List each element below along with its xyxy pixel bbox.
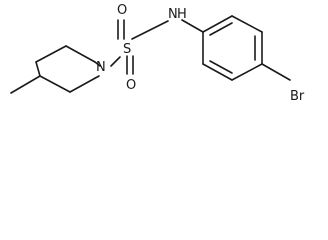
aryl-br-bond bbox=[261, 63, 291, 81]
ring-bond bbox=[35, 61, 41, 77]
atom-o-bottom: O bbox=[126, 78, 136, 93]
aryl-bond bbox=[202, 63, 233, 81]
ring-bond bbox=[94, 61, 101, 67]
atom-n-amide: N bbox=[168, 7, 178, 22]
atom-h-amide: H bbox=[177, 7, 187, 22]
atom-o-top: O bbox=[117, 3, 127, 18]
n-aryl-bond bbox=[181, 19, 204, 33]
atom-s: S bbox=[123, 42, 131, 57]
ring-bond bbox=[39, 75, 71, 93]
aryl-bond bbox=[231, 15, 263, 33]
aryl-inner-bond bbox=[209, 22, 233, 36]
n-s-bond bbox=[110, 56, 121, 67]
ring-bond bbox=[35, 45, 67, 63]
methyl-bond bbox=[10, 75, 41, 94]
atom-n-ring: N bbox=[96, 60, 106, 75]
ring-bond bbox=[69, 75, 100, 93]
molecule-diagram: O S O N N H Br bbox=[10, 3, 305, 104]
ring-bond bbox=[65, 45, 96, 63]
aryl-inner-bond bbox=[209, 60, 233, 74]
aryl-bond bbox=[231, 63, 263, 81]
structure-canvas: O S O N N H Br bbox=[10, 3, 305, 104]
s-n-bond bbox=[131, 20, 169, 40]
atom-br: Br bbox=[290, 89, 305, 104]
aryl-bond bbox=[202, 15, 233, 33]
